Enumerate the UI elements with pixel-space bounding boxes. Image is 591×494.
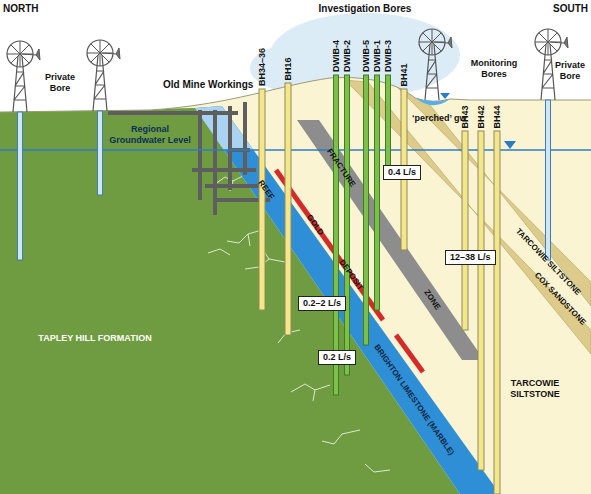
bore-label: Private Bore <box>552 60 588 82</box>
bore-casing <box>462 131 468 330</box>
geology-label: TARCOWIE SILTSTONE <box>500 378 570 400</box>
bore-id: BH44 <box>492 105 503 128</box>
bore-id: BH34–36 <box>257 48 268 86</box>
bore-casing <box>259 89 265 310</box>
geology-label: TAPLEY HILL FORMATION <box>38 333 151 344</box>
water-label: Regional Groundwater Level <box>104 124 196 146</box>
flow-rate-box: 0.2–2 L/s <box>298 296 346 311</box>
feature-label: Old Mine Workings <box>163 79 253 91</box>
group-heading: Monitoring Bores <box>462 58 526 80</box>
feature-label: ‘perched’ gw <box>412 113 467 124</box>
bore-casing <box>375 75 380 310</box>
water-level-symbol <box>440 93 450 99</box>
flow-rate: 0.2–2 L/s <box>303 298 341 309</box>
bore-id: BH41 <box>399 63 410 86</box>
bore-casing <box>18 112 23 260</box>
perched-water <box>416 98 450 105</box>
bore-label: Private Bore <box>37 72 83 94</box>
bore-id: DWIB-4 <box>331 40 342 72</box>
bore-id: BH16 <box>283 57 294 80</box>
compass-label: NORTH <box>3 3 39 15</box>
mine-workings <box>108 102 270 215</box>
flow-rate: 0.2 L/s <box>323 352 351 363</box>
water-level-symbol <box>504 141 516 149</box>
bore-casing <box>345 75 350 375</box>
flow-rate: 12–38 L/s <box>450 252 491 263</box>
bore-casing <box>364 75 369 345</box>
group-heading: Investigation Bores <box>319 3 412 15</box>
flow-rate-box: 0.4 L/s <box>383 165 421 180</box>
bore-id: DWIB-5 <box>361 40 372 72</box>
bore-casing <box>494 131 500 494</box>
flow-rate-box: 0.2 L/s <box>318 350 356 365</box>
compass-label: SOUTH <box>553 3 588 15</box>
ground-surface <box>0 77 591 112</box>
bore-id: DWIB-2 <box>342 40 353 72</box>
groundwater-level-line <box>0 149 591 151</box>
bore-casing <box>98 111 103 195</box>
windmill <box>7 41 40 112</box>
gold-deposit <box>396 335 423 372</box>
bore-id: DWIB-1 <box>372 40 383 72</box>
bore-casing <box>285 83 291 335</box>
windmill <box>87 40 120 111</box>
bore-id: BH42 <box>476 105 487 128</box>
bore-casing <box>546 100 551 260</box>
bore-id: DWIB-3 <box>383 40 394 72</box>
flow-rate: 0.4 L/s <box>388 167 416 178</box>
bore-casing <box>334 75 339 395</box>
flow-rate-box: 12–38 L/s <box>445 250 496 265</box>
bore-casings <box>259 75 500 494</box>
siltstone-band <box>395 85 591 306</box>
bore-casing <box>386 75 391 170</box>
windmill <box>419 29 452 100</box>
private-bore-casings <box>18 100 551 260</box>
bore-casing <box>478 131 484 470</box>
